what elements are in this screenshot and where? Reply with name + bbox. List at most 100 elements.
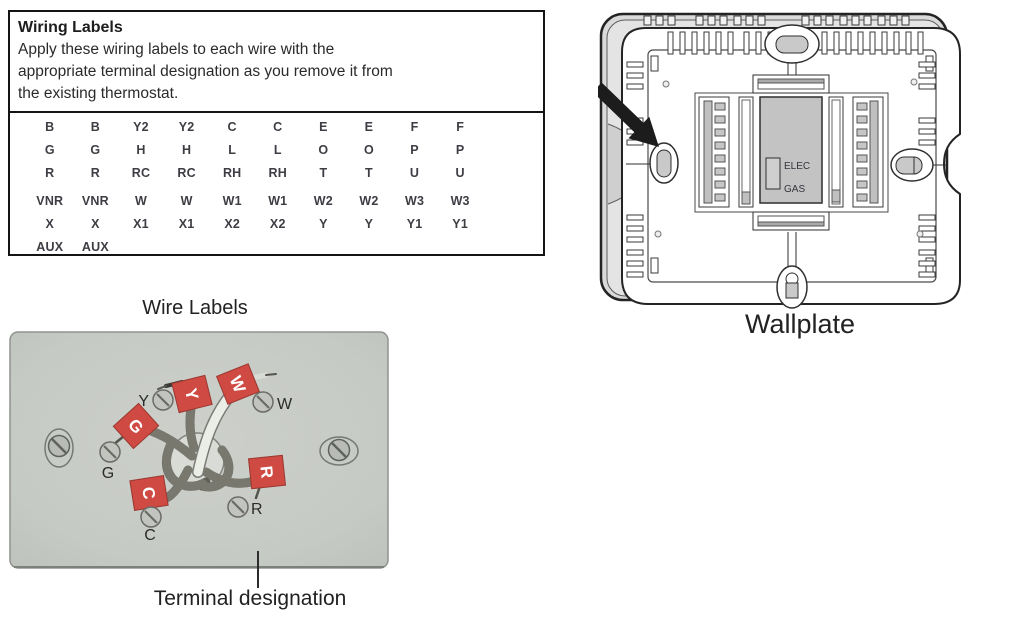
arrow-icon bbox=[598, 82, 659, 147]
wire-label-cell: RH bbox=[222, 165, 242, 180]
wire-tag-r: R bbox=[247, 454, 287, 490]
wiring-labels-title: Wiring Labels bbox=[18, 19, 123, 36]
wire-tag-g: G bbox=[112, 402, 160, 450]
wire-label-cell: G bbox=[90, 142, 101, 157]
terminal-pointer-line bbox=[257, 551, 259, 588]
table-row: R R RC RC RH RH T T U U bbox=[10, 161, 543, 184]
wallplate-diagram: ELEC GAS bbox=[598, 12, 961, 309]
terminal-label-c: C bbox=[144, 527, 156, 544]
wire-label-cell: L bbox=[273, 142, 282, 157]
wire-label-cell: O bbox=[363, 142, 374, 157]
wire-label-cell: R bbox=[90, 165, 100, 180]
wiring-labels-box: Wiring Labels Apply these wiring labels … bbox=[8, 10, 545, 256]
wire-label-cell: W1 bbox=[268, 193, 288, 208]
wire-label-cell: H bbox=[136, 142, 146, 157]
wire-label-cell: F bbox=[456, 119, 465, 134]
wire-label-cell: Y2 bbox=[133, 119, 149, 134]
wire-label-cell: Y bbox=[319, 216, 328, 231]
svg-text:Y: Y bbox=[181, 386, 202, 402]
svg-text:R: R bbox=[256, 465, 276, 479]
screw-hole bbox=[662, 80, 670, 88]
mounting-hole-right bbox=[890, 148, 946, 182]
wire-label-cell: W bbox=[134, 193, 147, 208]
wire-label-cell: AUX bbox=[81, 239, 109, 254]
terminal-label-g: G bbox=[102, 465, 114, 482]
wire-label-cell: W bbox=[180, 193, 193, 208]
wire-label-cell: F bbox=[410, 119, 419, 134]
wiring-labels-body-line: appropriate terminal designation as you … bbox=[18, 63, 393, 80]
wire-label-cell: C bbox=[273, 119, 283, 134]
wire-label-cell: RC bbox=[177, 165, 196, 180]
wire-label-cell: B bbox=[90, 119, 100, 134]
wire-label-cell: RH bbox=[268, 165, 287, 180]
wire-label-cell: H bbox=[181, 142, 192, 157]
wiring-labels-text-section: Wiring Labels Apply these wiring labels … bbox=[10, 12, 543, 113]
mounting-screw-right bbox=[319, 436, 359, 466]
wire-label-cell: W3 bbox=[450, 193, 470, 208]
wire-label-cell: Y1 bbox=[452, 216, 468, 231]
terminal-label-w: W bbox=[277, 396, 293, 413]
wire-label-cell: Y2 bbox=[178, 119, 195, 134]
wire-label-cell: X2 bbox=[224, 216, 241, 231]
wire-label-cell: VNR bbox=[81, 193, 109, 208]
wire-label-cell: B bbox=[45, 119, 55, 134]
wire-label-cell: Y bbox=[364, 216, 374, 231]
terminal-label-r: R bbox=[251, 501, 263, 518]
wire-labels-table: B B Y2 Y2 C C E E F F G G H H L L O O P … bbox=[10, 113, 543, 258]
wire-label-cell: E bbox=[319, 119, 328, 134]
wire-label-cell: E bbox=[364, 119, 374, 134]
terminal-designation-caption: Terminal designation bbox=[153, 587, 347, 610]
wire-labels-caption: Wire Labels bbox=[142, 297, 248, 319]
wire-label-cell: T bbox=[365, 165, 373, 180]
wire-tag-y: Y bbox=[171, 374, 213, 414]
screw-hole bbox=[654, 230, 662, 238]
elec-gas-switch bbox=[765, 157, 781, 190]
wire-label-cell: RC bbox=[131, 165, 151, 180]
table-row: VNR VNR W W W1 W1 W2 W2 W3 W3 bbox=[10, 189, 543, 212]
terminal-screws bbox=[99, 389, 274, 528]
wire-label-cell: X bbox=[91, 216, 100, 231]
screw-hole bbox=[916, 230, 924, 238]
terminal-block-assembly: ELEC GAS bbox=[694, 74, 889, 231]
wire-label-cell: T bbox=[319, 165, 328, 180]
terminal-label-y: Y bbox=[138, 393, 149, 410]
wire-label-cell: X2 bbox=[269, 216, 286, 231]
wire-label-cell: W1 bbox=[222, 193, 242, 208]
mounting-screw-left bbox=[44, 428, 74, 468]
wiring-labels-body-line: the existing thermostat. bbox=[18, 85, 179, 102]
wire-label-cell: R bbox=[45, 165, 55, 180]
mounting-hole-left bbox=[626, 142, 679, 184]
wire-label-cell: AUX bbox=[36, 239, 64, 254]
table-row: AUX AUX bbox=[10, 235, 543, 258]
wire-label-cell: O bbox=[318, 142, 329, 157]
mounting-hole-top bbox=[764, 24, 820, 75]
wire-label-cell: U bbox=[409, 165, 420, 180]
wire-label-cell: VNR bbox=[36, 193, 64, 208]
wire-labels-photo: G Y W C R Y W G C R bbox=[9, 331, 389, 569]
wire-label-cell: W2 bbox=[359, 193, 379, 208]
wire-label-cell: C bbox=[227, 119, 237, 134]
svg-text:W: W bbox=[226, 373, 250, 396]
table-row: B B Y2 Y2 C C E E F F bbox=[10, 115, 543, 138]
wire-label-cell: W3 bbox=[404, 193, 425, 208]
table-row: G G H H L L O O P P bbox=[10, 138, 543, 161]
wire-label-cell: G bbox=[44, 142, 55, 157]
screw-hole bbox=[910, 78, 918, 86]
wire-label-cell: U bbox=[455, 165, 465, 180]
wire-label-cell: W2 bbox=[313, 193, 333, 208]
table-row: X X X1 X1 X2 X2 Y Y Y1 Y1 bbox=[10, 212, 543, 235]
wire-label-cell: P bbox=[410, 142, 419, 157]
wire-tag-c: C bbox=[129, 474, 169, 512]
wire-label-cell: L bbox=[228, 142, 237, 157]
elec-label: ELEC bbox=[784, 161, 810, 172]
wire-label-cell: P bbox=[455, 142, 465, 157]
wire-tag-w: W bbox=[215, 363, 261, 405]
wire-label-cell: X1 bbox=[178, 216, 195, 231]
mounting-hole-bottom bbox=[776, 232, 808, 309]
wallplate-caption: Wallplate bbox=[744, 309, 856, 339]
wiring-labels-body-line: Apply these wiring labels to each wire w… bbox=[18, 41, 335, 58]
gas-label: GAS bbox=[784, 184, 805, 195]
svg-text:C: C bbox=[138, 486, 159, 501]
wire-label-cell: X1 bbox=[133, 216, 149, 231]
wire-label-cell: Y1 bbox=[406, 216, 423, 231]
